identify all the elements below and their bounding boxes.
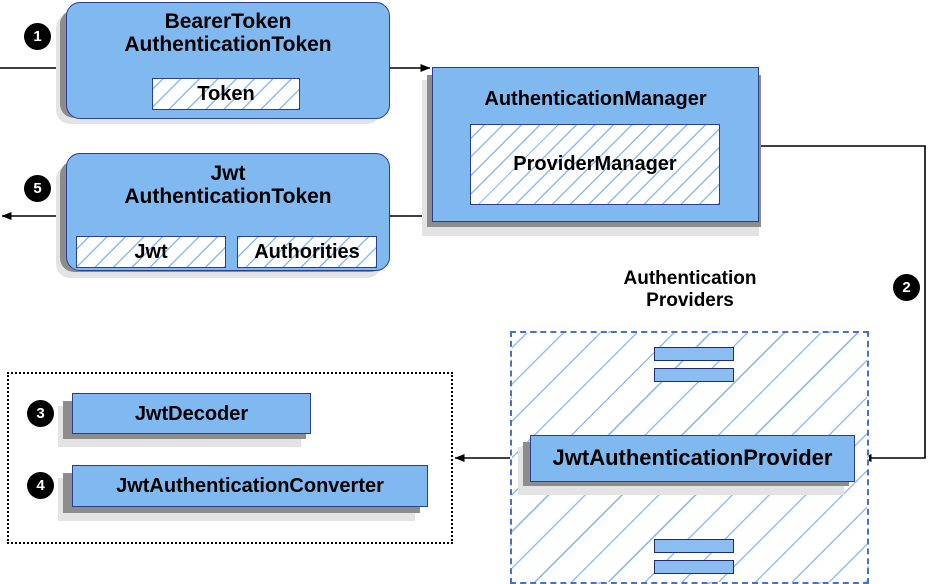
peer-provider-bar-3 <box>654 539 734 553</box>
jwt-decoder-label: JwtDecoder <box>134 402 249 425</box>
token-field[interactable]: Token <box>152 78 300 110</box>
step-badge-3-label: 3 <box>36 405 45 422</box>
bearer-token-title-line2: AuthenticationToken <box>124 33 332 57</box>
peer-provider-bar-2 <box>654 368 734 382</box>
bearer-token-title-line1: BearerToken <box>164 10 292 33</box>
step-badge-1: 1 <box>25 24 50 49</box>
jwt-token-title-line1: Jwt <box>210 162 246 185</box>
token-field-label: Token <box>197 82 255 105</box>
step-badge-5: 5 <box>25 176 50 201</box>
jwt-authentication-provider-label: JwtAuthenticationProvider <box>552 445 833 471</box>
authorities-field[interactable]: Authorities <box>237 236 377 268</box>
step-badge-4-label: 4 <box>36 477 45 494</box>
authentication-manager-title: AuthenticationManager <box>484 88 707 110</box>
jwt-field-label: Jwt <box>134 240 168 263</box>
authentication-providers-caption: Authentication Providers <box>570 268 810 312</box>
step-badge-2-label: 2 <box>902 279 911 296</box>
jwt-support-region <box>7 372 453 544</box>
step-badge-2: 2 <box>894 275 919 300</box>
provider-manager[interactable]: ProviderManager <box>470 124 720 205</box>
jwt-authentication-provider[interactable]: JwtAuthenticationProvider <box>530 435 855 482</box>
peer-provider-bar-4 <box>654 560 734 574</box>
jwt-authentication-converter[interactable]: JwtAuthenticationConverter <box>72 465 428 507</box>
authentication-providers-caption-line1: Authentication <box>623 268 757 289</box>
authorities-field-label: Authorities <box>254 240 360 263</box>
step-badge-4: 4 <box>28 473 53 498</box>
jwt-authentication-converter-label: JwtAuthenticationConverter <box>116 475 384 497</box>
jwt-decoder[interactable]: JwtDecoder <box>72 393 311 434</box>
step-badge-1-label: 1 <box>33 28 42 45</box>
peer-provider-bar-1 <box>654 347 734 361</box>
jwt-field[interactable]: Jwt <box>76 236 226 268</box>
authentication-providers-caption-line2: Providers <box>646 289 734 311</box>
step-badge-5-label: 5 <box>33 180 42 197</box>
provider-manager-label: ProviderManager <box>513 153 677 175</box>
step-badge-3: 3 <box>28 401 53 426</box>
jwt-token-title-line2: AuthenticationToken <box>124 185 332 209</box>
